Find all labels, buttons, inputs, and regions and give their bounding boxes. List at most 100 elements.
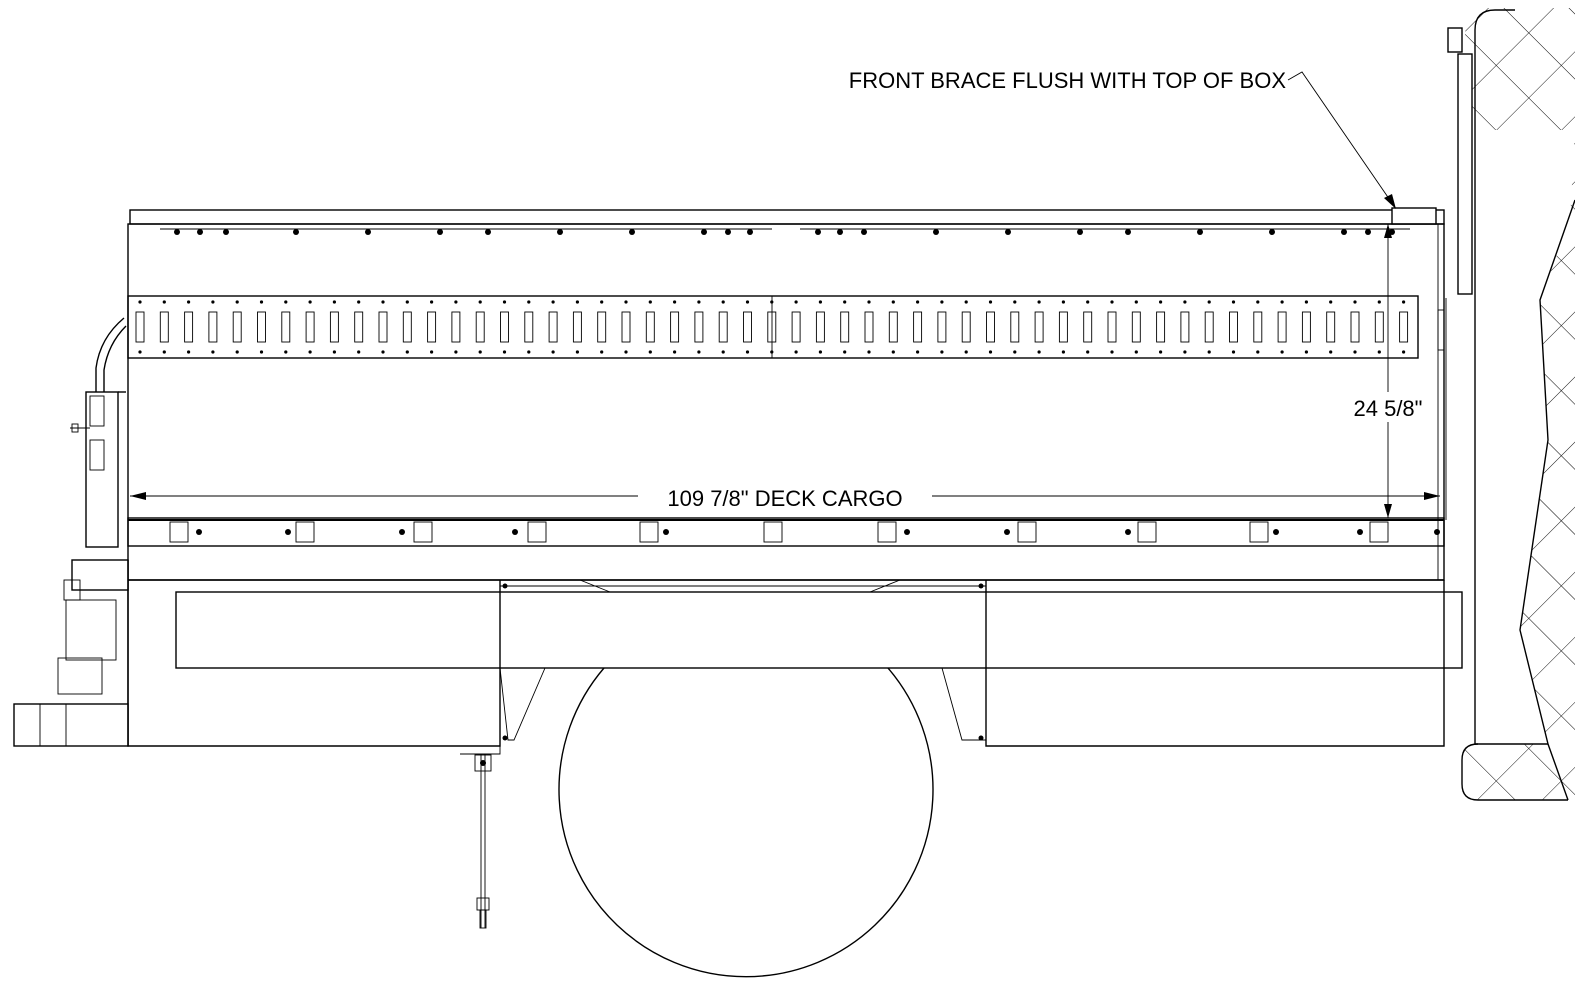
e-track-slot [329, 311, 339, 343]
e-track-rivet [1280, 350, 1284, 354]
e-track-slot [767, 311, 777, 343]
e-track-rivet [721, 300, 725, 304]
e-track-rivet [308, 350, 312, 354]
e-track-rivet [818, 300, 823, 304]
e-track-band [127, 295, 1419, 359]
e-track-rivet [1207, 350, 1211, 354]
e-track-slot [208, 311, 218, 343]
e-track-rivet [575, 300, 580, 304]
front-brace-label: FRONT BRACE FLUSH WITH TOP OF BOX [849, 68, 1287, 93]
e-track-rivet [1377, 300, 1381, 304]
e-track-slot [815, 311, 825, 343]
e-track-rivet [697, 350, 701, 354]
e-track-rivet [891, 300, 895, 304]
e-track-slot [451, 311, 461, 343]
e-track-slot [500, 311, 509, 343]
e-track-slot [986, 311, 995, 343]
e-track-rivet [1402, 350, 1406, 354]
e-track-rivet [551, 300, 555, 304]
e-track-rivet [235, 350, 239, 354]
e-track-rivet [891, 350, 895, 354]
e-track-rivet [1086, 350, 1090, 354]
front-toolbox [985, 580, 1445, 747]
e-track-rivet [187, 300, 191, 304]
e-track-rivet [1231, 350, 1236, 354]
e-track-slot [184, 311, 194, 343]
e-track-slot [1277, 311, 1287, 343]
e-track-rivet [284, 300, 288, 304]
e-track-rivet [673, 350, 677, 354]
box-height-label: 24 5/8" [1354, 396, 1423, 421]
e-track-rivet [259, 350, 264, 354]
e-track-slot [913, 311, 923, 343]
e-track-slot [548, 311, 558, 343]
chassis [127, 579, 1463, 747]
e-track-rivet [916, 300, 920, 304]
e-track-rivet [843, 350, 847, 354]
e-track-slot [1034, 311, 1044, 343]
e-track-rivet [162, 300, 166, 304]
e-track-rivet [988, 350, 993, 354]
lid-fasteners [174, 229, 1395, 235]
e-track-rivet [162, 350, 166, 354]
e-track-rivet [745, 300, 750, 304]
e-track-slot [427, 311, 437, 343]
e-track-rivet [430, 350, 434, 354]
e-track-rivet [1256, 300, 1260, 304]
e-track-slot [645, 311, 655, 343]
e-track-slot [1374, 311, 1384, 343]
e-track-slot [281, 311, 291, 343]
e-track-rivet [867, 350, 871, 354]
e-track-slot [402, 311, 412, 343]
e-track-rivet [211, 300, 215, 304]
e-track-rivet [940, 350, 944, 354]
e-track-rivet [454, 300, 458, 304]
front-brace-note: FRONT BRACE FLUSH WITH TOP OF BOX [849, 68, 1396, 209]
e-track-rivet [1159, 300, 1163, 304]
e-track-rivet [502, 300, 507, 304]
e-track-rivet [964, 300, 968, 304]
e-track-slot [1350, 311, 1360, 343]
dimension-box-height: 24 5/8" [1340, 224, 1436, 518]
e-track-rivet [794, 350, 798, 354]
e-track-slot [670, 311, 680, 343]
e-track-slot [743, 311, 752, 343]
box-side-panel [127, 223, 1445, 581]
e-track-slot [1253, 311, 1263, 343]
e-track-rivet [211, 350, 215, 354]
e-track-rivet [575, 350, 580, 354]
e-track-rivet [916, 350, 920, 354]
e-track-rivet [1402, 300, 1406, 304]
e-track-rivet [1037, 300, 1041, 304]
e-track-slot [1301, 311, 1311, 343]
deck-cargo-label: 109 7/8" DECK CARGO [667, 486, 902, 511]
e-track-slot [524, 311, 534, 343]
e-track-rivet [867, 300, 871, 304]
e-track-slot [232, 311, 242, 343]
e-track-slot [475, 311, 485, 343]
e-track-rivet [527, 300, 531, 304]
front-brace [1391, 207, 1437, 225]
e-track-slot [1204, 311, 1214, 343]
e-track-rivet [284, 350, 288, 354]
e-track-slot [159, 311, 169, 343]
box-lid [129, 209, 1445, 225]
e-track-slot [1107, 311, 1117, 343]
e-track-rivet [1329, 300, 1333, 304]
e-track-rivet [1110, 300, 1114, 304]
e-track-rivet [405, 300, 409, 304]
rear-wheel [558, 667, 934, 978]
frame-rail [175, 591, 1463, 669]
e-track-rivet [745, 350, 750, 354]
hanging-step [460, 745, 501, 929]
e-track-rivet [1159, 350, 1163, 354]
e-track-slot [961, 311, 971, 343]
e-track-rivet [235, 300, 239, 304]
dimension-deck-cargo: 109 7/8" DECK CARGO [130, 482, 1440, 511]
e-track-rivet [1037, 350, 1041, 354]
e-track-rivet [187, 350, 191, 354]
e-track-rivet [794, 300, 798, 304]
e-track-slots [135, 300, 1409, 354]
e-track-rivet [673, 300, 677, 304]
e-track-rivet [600, 300, 604, 304]
